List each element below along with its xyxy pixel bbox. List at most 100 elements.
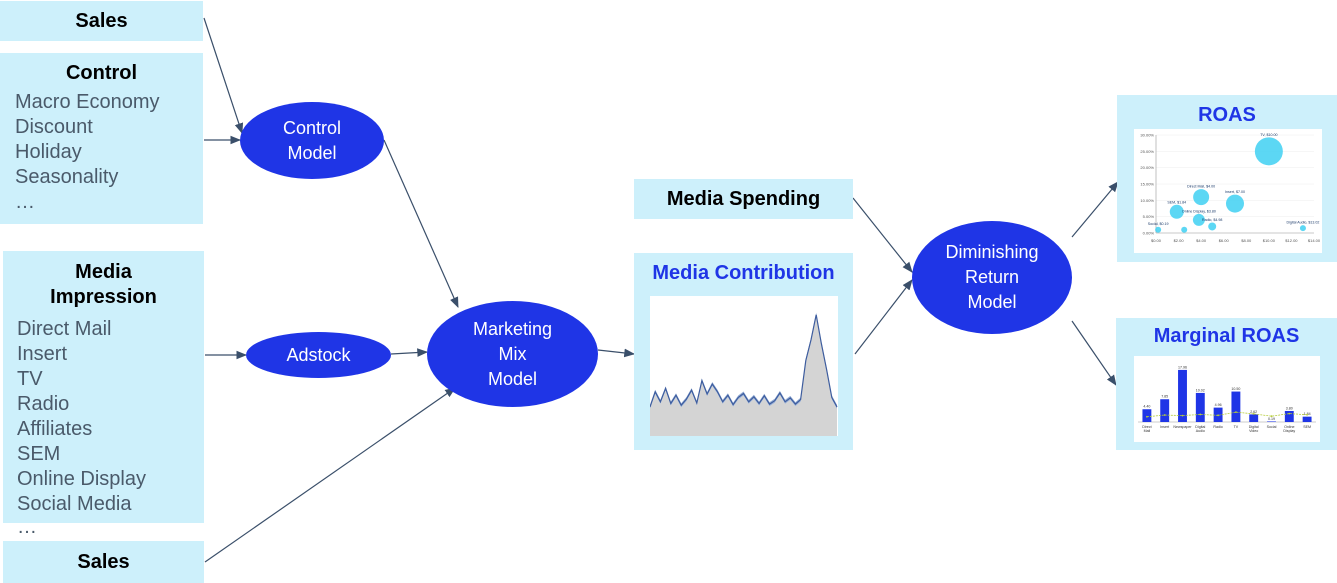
- arrow-sales-to-mmm: [204, 387, 456, 563]
- control-model-node: Control Model: [240, 102, 384, 179]
- control-box: Control Macro Economy Discount Holiday S…: [0, 53, 203, 224]
- roas-bubble-label: SEM, $1.84: [1167, 200, 1186, 204]
- sales-input-box-bottom: Sales: [3, 541, 204, 583]
- media-contribution-chart: [650, 296, 838, 436]
- media-impression-title-line-2: Impression: [50, 286, 157, 308]
- marginal-roas-category-label: Radio: [1213, 425, 1222, 429]
- arrow-control-model-to-mmm: [383, 139, 459, 308]
- roas-bubble-label: TV, $10.00: [1260, 133, 1277, 137]
- roas-bubble: [1169, 204, 1184, 219]
- roas-y-tick-label: 20.00%: [1140, 165, 1154, 170]
- arrow-drm-to-roas: [1071, 181, 1119, 238]
- marginal-roas-category-label: TV: [1234, 425, 1239, 429]
- marginal-roas-category-label: SEM: [1303, 425, 1311, 429]
- marketing-mix-model-node: Marketing Mix Model: [427, 301, 598, 407]
- marginal-roas-bar: [1284, 410, 1294, 422]
- roas-bubble: [1208, 222, 1217, 231]
- marginal-roas-bar: [1142, 409, 1152, 422]
- roas-bubble: [1226, 194, 1244, 213]
- marginal-roas-trend-point: [1217, 414, 1219, 417]
- arrow-sales-to-control-model: [203, 17, 244, 135]
- marginal-roas-value-label: 2.62: [1250, 410, 1257, 414]
- roas-x-tick-label: $6.00: [1219, 238, 1230, 243]
- marginal-roas-trend-point: [1163, 414, 1166, 416]
- marginal-roas-category-label: Social: [1267, 425, 1277, 429]
- marginal-roas-title: Marginal ROAS: [1153, 325, 1300, 347]
- control-item: Macro Economy: [15, 91, 160, 113]
- media-impression-title-line-1: Media: [75, 261, 132, 283]
- marginal-roas-bar: [1302, 416, 1312, 422]
- media-item: Online Display: [17, 468, 146, 490]
- media-item: Direct Mail: [17, 318, 112, 340]
- roas-x-tick-label: $8.00: [1241, 238, 1252, 243]
- marginal-roas-trend-point: [1146, 415, 1148, 418]
- marginal-roas-bar: [1178, 369, 1187, 422]
- arrow-adstock-to-mmm: [390, 348, 429, 357]
- marginal-roas-bar: [1160, 399, 1170, 422]
- roas-y-tick-label: 15.00%: [1140, 182, 1154, 187]
- marginal-roas-bar: [1195, 392, 1205, 422]
- media-contribution-area: [650, 316, 837, 436]
- roas-bubble-label: Radio, $4.98: [1202, 218, 1222, 222]
- marginal-roas-trend-line: [1146, 411, 1308, 418]
- control-box-title: Control: [65, 62, 138, 84]
- marginal-roas-value-label: 17.96: [1178, 365, 1187, 369]
- media-item: Affiliates: [17, 418, 93, 440]
- marginal-roas-trend-point: [1199, 413, 1202, 416]
- marginal-roas-value-label: 3.80: [1286, 406, 1293, 410]
- roas-x-tick-label: $12.00: [1285, 238, 1298, 243]
- marginal-roas-trend-point: [1288, 412, 1291, 415]
- roas-bubble: [1193, 189, 1210, 206]
- roas-bubble-label: Direct Mail, $4.00: [1187, 185, 1215, 189]
- marginal-roas-value-label: 0.19: [1268, 417, 1275, 421]
- control-item: Seasonality: [15, 166, 119, 188]
- adstock-node: Adstock: [246, 332, 391, 378]
- marginal-roas-bar: [1249, 414, 1259, 422]
- sales-input-box-top: Sales: [0, 1, 203, 41]
- marginal-roas-trend-point: [1235, 411, 1237, 414]
- sales-input-label-top: Sales: [75, 9, 128, 32]
- roas-x-tick-label: $4.00: [1196, 238, 1207, 243]
- sales-input-label-bottom: Sales: [77, 550, 130, 573]
- roas-y-tick-label: 25.00%: [1140, 149, 1154, 154]
- roas-bubble: [1299, 225, 1306, 232]
- roas-title: ROAS: [1198, 104, 1256, 126]
- media-contribution-box: Media Contribution: [634, 253, 853, 450]
- marginal-roas-category-label: Insert: [1160, 425, 1169, 429]
- marginal-roas-bar: [1267, 421, 1276, 422]
- control-item: Holiday: [15, 141, 82, 163]
- marginal-roas-value-label: 10.50: [1231, 387, 1240, 391]
- roas-y-tick-label: 10.00%: [1140, 198, 1154, 203]
- roas-bubble-label: Online Display, $3.80: [1182, 209, 1216, 213]
- diminishing-return-model-node: Diminishing Return Model: [912, 221, 1072, 334]
- roas-x-tick-label: $2.00: [1174, 238, 1185, 243]
- control-item: Discount: [15, 116, 93, 138]
- roas-y-tick-label: 5.00%: [1143, 214, 1155, 219]
- roas-bubble: [1155, 226, 1162, 233]
- media-item: TV: [17, 368, 43, 390]
- marginal-roas-trend-point: [1306, 413, 1308, 416]
- roas-y-tick-label: 0.00%: [1143, 231, 1155, 236]
- media-item: Radio: [17, 393, 70, 415]
- arrow-media-contribution-to-drm: [854, 279, 913, 355]
- roas-chart: 0.00% 5.00% 10.00% 15.00% 20.00% 25.00% 30.00%…: [1134, 129, 1322, 253]
- media-item: SEM: [17, 443, 61, 465]
- media-impression-box: Media Impression Direct Mail Insert TV R…: [3, 251, 204, 538]
- control-item: …: [15, 191, 35, 213]
- media-spending-box: Media Spending: [634, 179, 853, 219]
- media-contribution-title: Media Contribution: [652, 262, 835, 284]
- marginal-roas-category-label: Newspaper: [1173, 425, 1192, 429]
- marginal-roas-value-label: 10.02: [1196, 388, 1205, 392]
- media-spending-label: Media Spending: [666, 187, 821, 210]
- media-item: …: [17, 516, 37, 538]
- arrow-mmm-to-media-contribution: [597, 348, 636, 358]
- roas-box: ROAS 0.00% 5.00% 10.00% 15.00% 20.00% 25.00% 3…: [1117, 95, 1337, 262]
- media-contribution-line: [650, 314, 838, 408]
- roas-bubble-label: Digital Audio, $13.02: [1286, 221, 1319, 225]
- roas-y-tick-label: 30.00%: [1140, 133, 1154, 138]
